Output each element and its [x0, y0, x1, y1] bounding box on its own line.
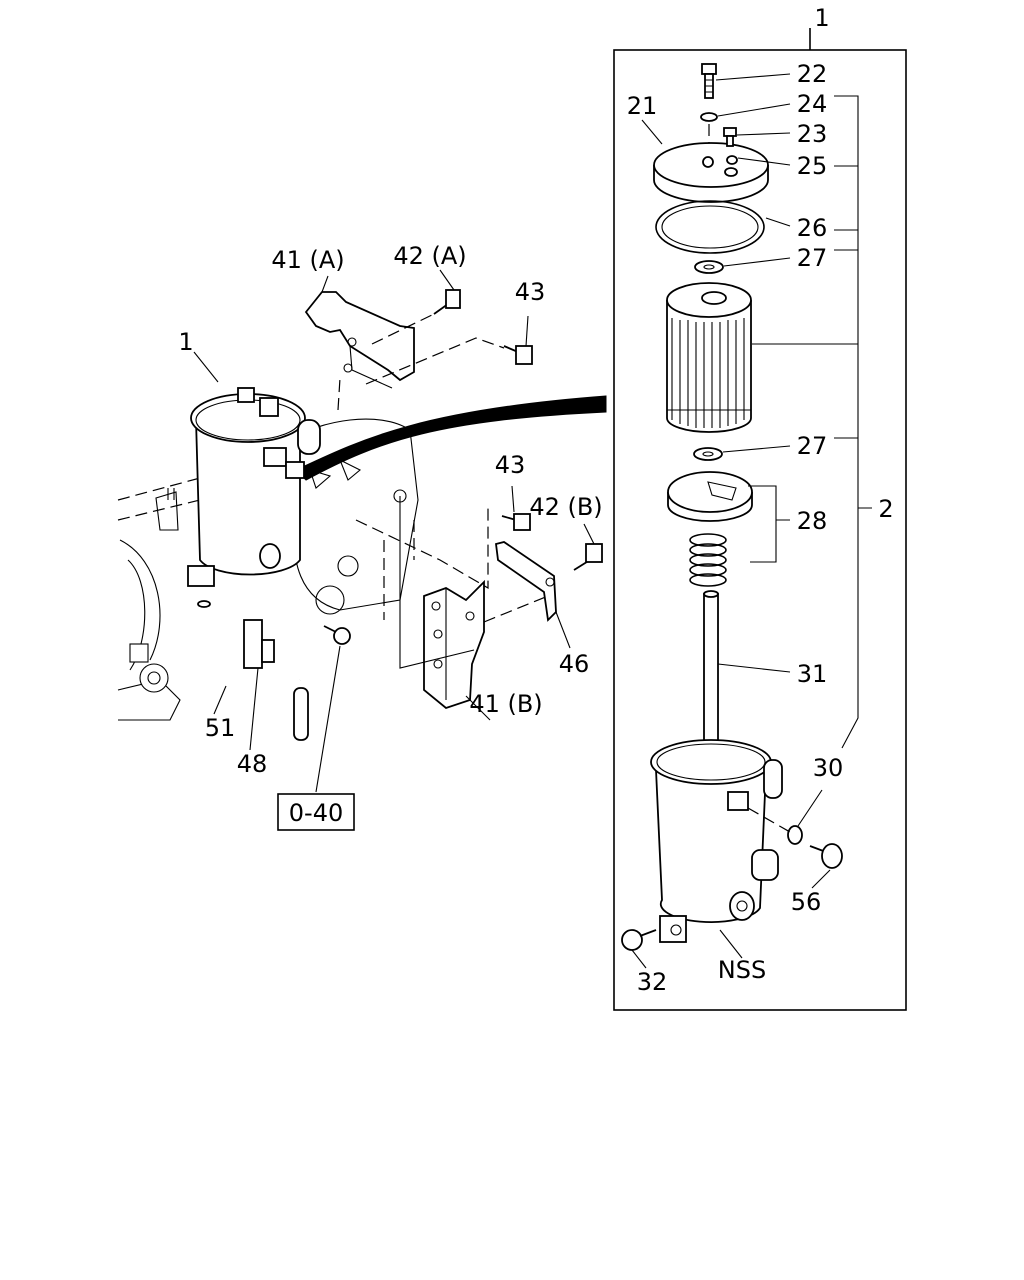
center-rod-31	[703, 590, 791, 755]
callout-28: 28	[797, 507, 828, 535]
reference-box: 0-40	[277, 793, 355, 831]
callout-30: 30	[813, 754, 844, 782]
washer-30	[747, 789, 823, 845]
callout-24: 24	[797, 90, 828, 118]
exploded-view-frame	[613, 28, 907, 1011]
callout-56: 56	[791, 888, 822, 916]
callout-2: 2	[878, 495, 893, 523]
bolt-42b	[573, 523, 603, 571]
callout-43-upper: 43	[515, 278, 546, 306]
fuel-line	[295, 395, 607, 481]
callout-23: 23	[797, 120, 828, 148]
plug-23	[723, 127, 791, 166]
bracket-41a	[304, 275, 415, 411]
washer-27-lower	[693, 445, 791, 461]
callout-1-top: 1	[814, 4, 829, 32]
callout-31: 31	[797, 660, 828, 688]
callout-51: 51	[205, 714, 236, 742]
clip-48	[243, 619, 275, 751]
bolt-42a	[371, 269, 461, 345]
bolt-43-upper	[365, 315, 533, 385]
callout-labels: 1 1 2 21 22 23 24 25 26 27 27 28 30 31 3…	[178, 4, 893, 996]
callout-42a: 42 (A)	[393, 242, 466, 270]
callout-46: 46	[559, 650, 590, 678]
callout-41b: 41 (B)	[469, 690, 542, 718]
callout-32: 32	[637, 968, 668, 996]
bolt-22	[701, 63, 791, 99]
filter-cover-21	[641, 119, 769, 203]
filter-element	[666, 282, 752, 433]
reference-label: 0-40	[289, 799, 343, 827]
callout-27-lower: 27	[797, 432, 828, 460]
spring	[689, 533, 727, 587]
washer-27-upper	[694, 257, 791, 274]
bolt-32	[621, 929, 657, 969]
callout-1-left: 1	[178, 328, 193, 356]
filter-housing-nss	[650, 739, 783, 959]
bolt-0-40	[315, 625, 351, 793]
o-ring-26	[655, 200, 791, 254]
callout-27-upper: 27	[797, 244, 828, 272]
callout-26: 26	[797, 214, 828, 242]
callout-nss: NSS	[718, 956, 766, 984]
callout-22: 22	[797, 60, 828, 88]
bolt-43-lower	[501, 485, 531, 531]
valve-seat-28	[667, 471, 790, 563]
callout-42b: 42 (B)	[529, 493, 602, 521]
callout-43-lower: 43	[495, 451, 526, 479]
filter-assembly-1	[187, 351, 321, 587]
bracket-41b	[355, 496, 549, 721]
callout-21: 21	[627, 92, 658, 120]
callout-48: 48	[237, 750, 268, 778]
bracket-46	[495, 541, 571, 649]
bracket-2	[752, 95, 872, 749]
bolt-56	[809, 843, 843, 889]
callout-25: 25	[797, 152, 828, 180]
callout-41a: 41 (A)	[271, 246, 344, 274]
